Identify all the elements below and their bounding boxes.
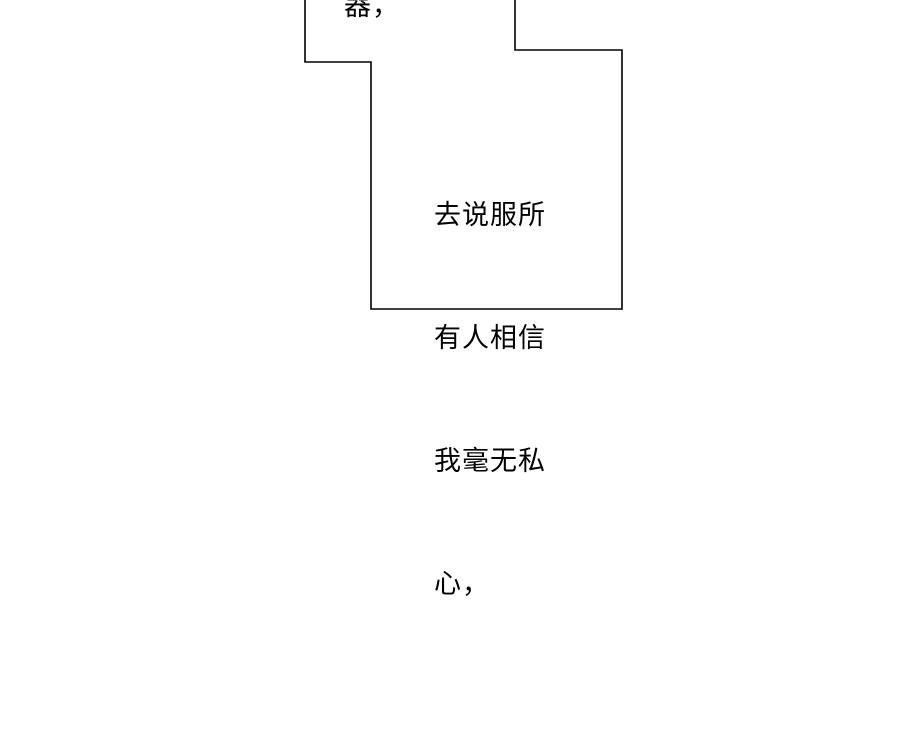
caption-text-top: 器， [344,0,400,22]
caption-line: 有人相信 [434,323,546,354]
caption-line: 心， [434,569,490,600]
caption-line: 我毫无私 [434,446,546,477]
caption-text-main: 去说服所 有人相信 我毫无私 心， [434,113,546,687]
caption-line: 去说服所 [434,200,546,231]
